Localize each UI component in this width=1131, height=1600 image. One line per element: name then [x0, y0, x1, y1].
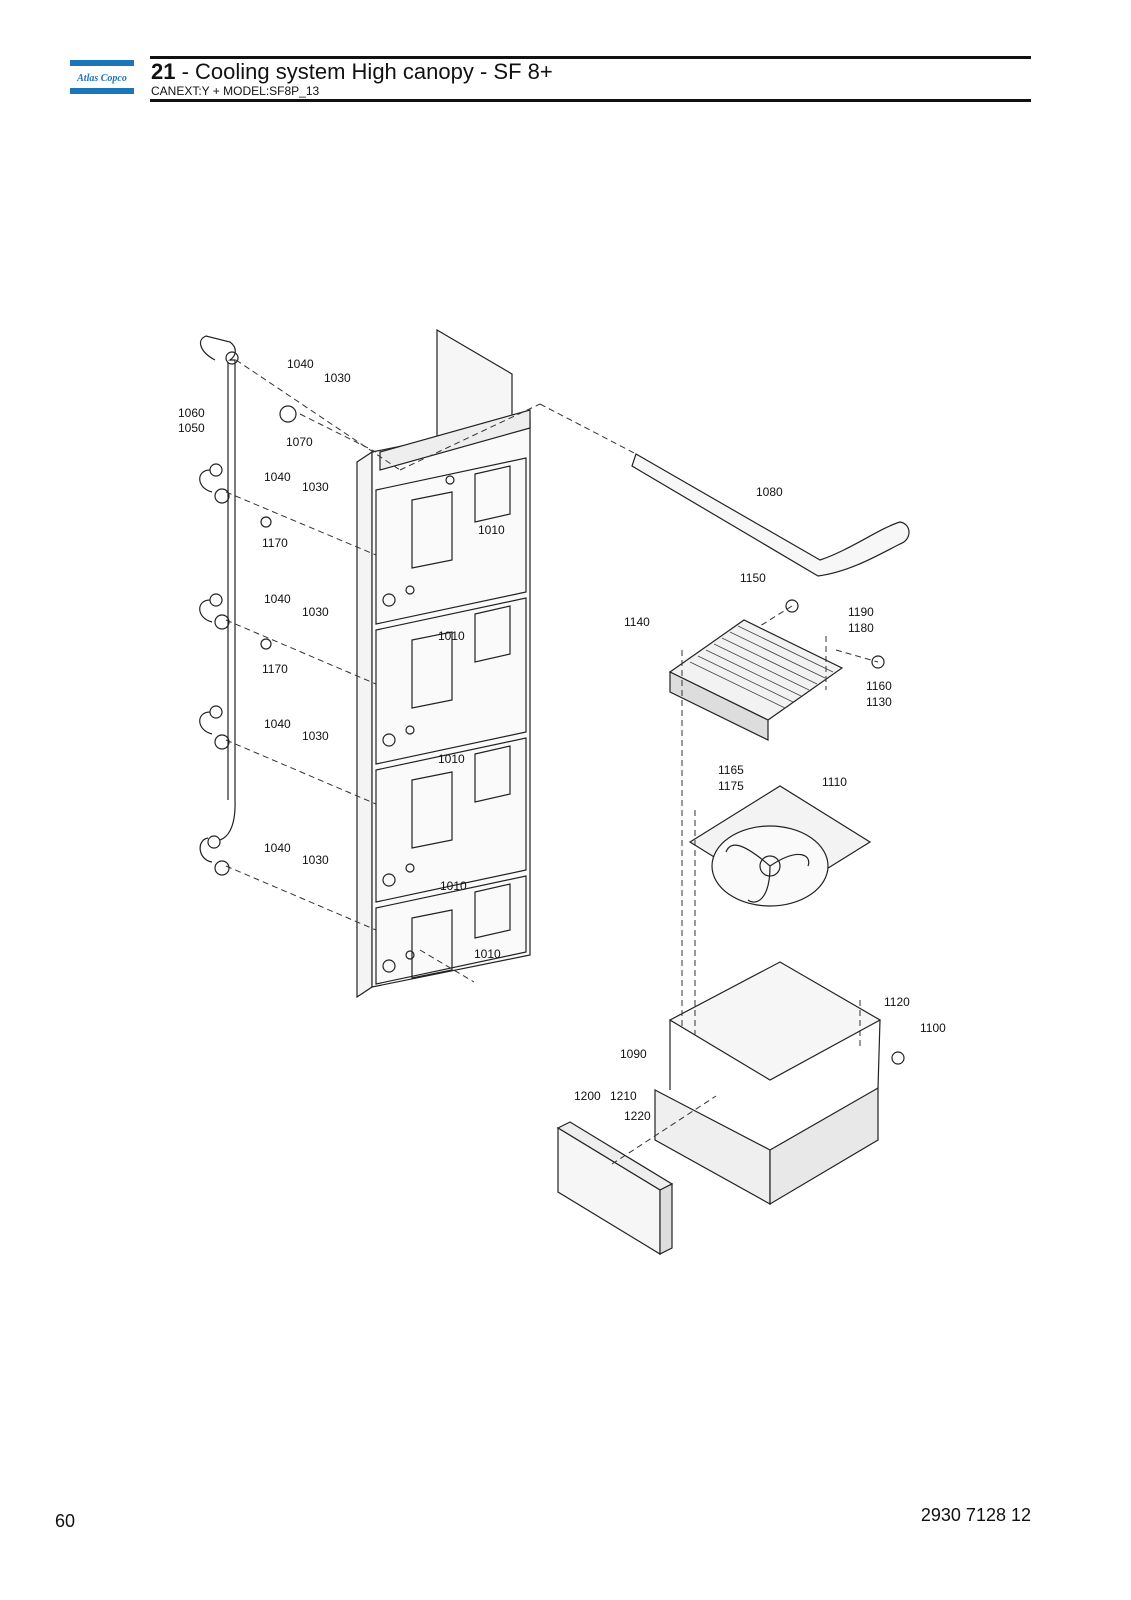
callout-1090: 1090: [620, 1047, 647, 1061]
panel-holes: [382, 475, 455, 973]
callout-1180: 1180: [848, 621, 874, 635]
section-number: 21: [151, 59, 176, 84]
page-number: 60: [55, 1511, 76, 1531]
fan-blades: [725, 844, 810, 903]
section-title: - Cooling system High canopy - SF 8+: [175, 59, 553, 84]
washer-1100: [891, 1051, 905, 1065]
header-bottom-rule: [150, 99, 1031, 102]
callout-1150: 1150: [740, 571, 766, 585]
callout-1030-a: 1030: [324, 371, 351, 385]
fittings: [207, 351, 297, 876]
callout-1010-b: 1010: [438, 629, 465, 643]
callout-1040-a: 1040: [287, 357, 314, 371]
panel-side: [356, 450, 373, 999]
callout-1165: 1165: [718, 763, 744, 777]
page-subtitle: CANEXT:Y + MODEL:SF8P_13: [151, 84, 320, 98]
callout-1100: 1100: [920, 1021, 946, 1035]
pipe-1080: [631, 453, 910, 577]
box-front-right: [769, 1086, 879, 1206]
callout-1190: 1190: [848, 605, 874, 619]
panel-front: [371, 419, 531, 988]
callout-1170-a: 1170: [262, 536, 288, 550]
callout-1070: 1070: [286, 435, 313, 449]
callout-1040-c: 1040: [264, 592, 291, 606]
callout-1030-d: 1030: [302, 729, 329, 743]
manifold-pipe: [199, 335, 236, 841]
callout-labels: 1040 1030 1060 1050 1070 1040 1030 1170 …: [178, 357, 946, 1123]
callout-1200: 1200: [574, 1089, 601, 1103]
callout-1040-d: 1040: [264, 717, 291, 731]
callout-1010-a: 1010: [478, 523, 505, 537]
radiator-fins: [689, 625, 834, 709]
callout-1010-e: 1010: [474, 947, 501, 961]
callout-1140: 1140: [624, 615, 650, 629]
callout-1110: 1110: [822, 775, 847, 789]
cover-side: [659, 1183, 673, 1255]
callout-1050: 1050: [178, 421, 205, 435]
drawing-linework: [199, 328, 910, 1256]
callout-1160: 1160: [866, 679, 892, 693]
callout-1220: 1220: [624, 1109, 651, 1123]
radiator-side: [669, 671, 769, 741]
document-number: 2930 7128 12: [920, 1505, 1031, 1525]
callout-1040-e: 1040: [264, 841, 291, 855]
fitting-1160: [871, 655, 885, 669]
callout-1060: 1060: [178, 406, 205, 420]
callout-1175: 1175: [718, 779, 744, 793]
callout-1080: 1080: [756, 485, 783, 499]
panel-top-bar: [379, 409, 531, 471]
box-top: [668, 961, 882, 1081]
callout-1170-b: 1170: [262, 662, 288, 676]
fitting-1150: [785, 599, 799, 613]
callout-1030-c: 1030: [302, 605, 329, 619]
pipe-bends: [199, 469, 213, 863]
callout-1210: 1210: [610, 1089, 637, 1103]
header-top-rule: [150, 56, 1031, 59]
callout-1040-b: 1040: [264, 470, 291, 484]
assembly-lines: [225, 359, 879, 1165]
callout-1030-e: 1030: [302, 853, 329, 867]
callout-1130: 1130: [866, 695, 892, 709]
callout-1120: 1120: [884, 995, 910, 1009]
callout-1010-d: 1010: [440, 879, 467, 893]
callout-1010-c: 1010: [438, 752, 465, 766]
callout-1030-b: 1030: [302, 480, 329, 494]
logo-text: Atlas Copco: [76, 73, 127, 84]
page-title: 21 - Cooling system High canopy - SF 8+: [151, 59, 553, 85]
atlas-copco-logo: Atlas Copco: [70, 60, 134, 94]
